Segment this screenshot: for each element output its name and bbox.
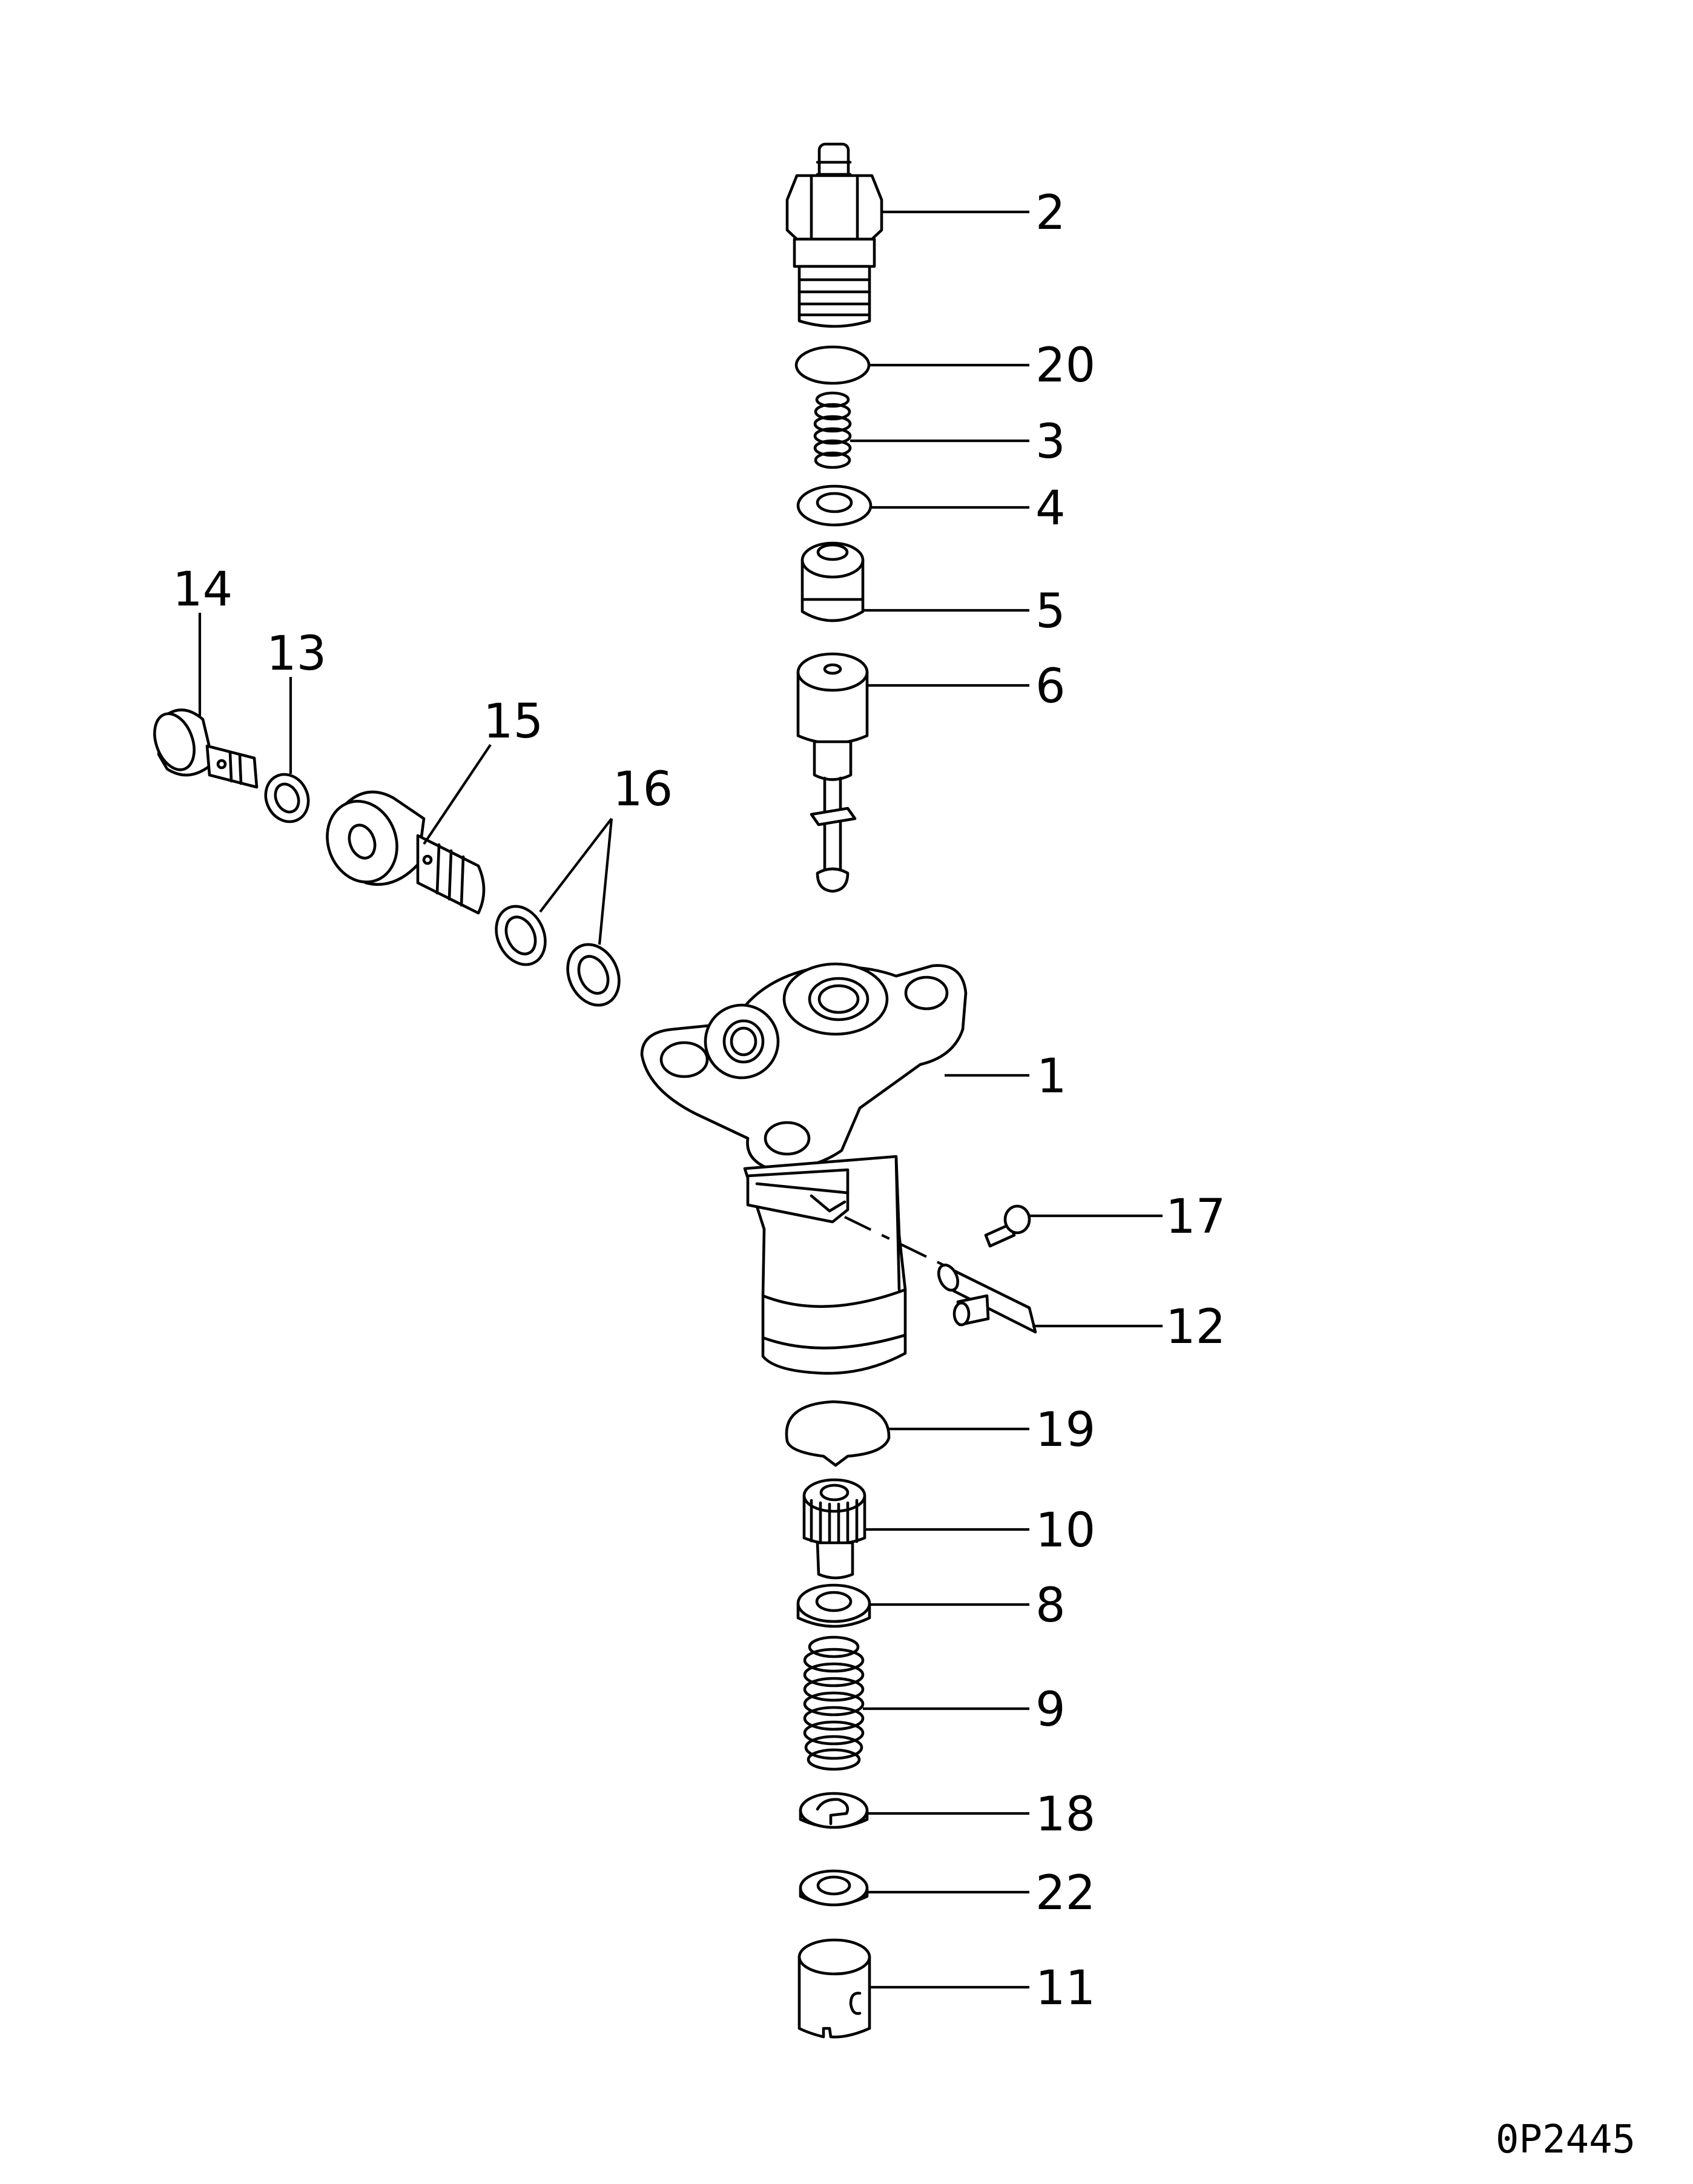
callout-9: 9 [1035,1683,1066,1737]
part-16-gasket-a[interactable] [487,899,554,973]
part-17-screw[interactable] [984,1204,1031,1248]
callout-16: 16 [613,762,673,817]
part-18-lower-spring-seat[interactable] [799,1792,869,1829]
part-3-valve-spring[interactable] [813,391,852,469]
callout-22: 22 [1035,1866,1095,1921]
callout-4: 4 [1035,481,1066,536]
part-12-rack-pin[interactable] [935,1262,1037,1334]
part-11-tappet[interactable] [797,1938,871,2039]
part-5-delivery-valve[interactable] [800,541,865,622]
part-13-gasket[interactable] [258,767,315,828]
part-20-o-ring[interactable] [794,345,871,385]
callout-8: 8 [1035,1579,1066,1633]
part-8-spring-seat[interactable] [796,1583,871,1628]
callout-2: 2 [1035,186,1066,240]
part-10-control-sleeve[interactable] [802,1478,866,1580]
callout-6: 6 [1035,659,1066,714]
part-4-washer[interactable] [796,484,873,527]
part-2-valve-holder[interactable] [785,142,883,328]
callout-13: 13 [266,627,326,681]
callout-17: 17 [1166,1190,1226,1244]
part-6-plunger[interactable] [796,652,869,893]
part-22-shim[interactable] [799,1869,869,1907]
callout-14: 14 [173,562,233,617]
part-14-banjo-bolt[interactable] [147,708,259,789]
drawing-id: 0P2445 [1496,2117,1635,2162]
callout-20: 20 [1035,338,1095,393]
callout-18: 18 [1035,1787,1095,1842]
part-16-gasket-b[interactable] [558,936,629,1014]
part-19-o-ring[interactable] [785,1400,891,1467]
callout-1: 1 [1037,1049,1067,1104]
part-15-connector[interactable] [316,790,486,915]
callout-15: 15 [483,694,543,749]
callout-11: 11 [1035,1961,1095,2016]
part-1-pump-housing[interactable] [640,962,968,1375]
callout-12: 12 [1166,1300,1226,1354]
callout-5: 5 [1035,584,1066,639]
callout-19: 19 [1035,1403,1095,1457]
callout-3: 3 [1035,415,1066,469]
part-9-plunger-spring[interactable] [803,1635,865,1771]
callout-10: 10 [1035,1503,1095,1558]
